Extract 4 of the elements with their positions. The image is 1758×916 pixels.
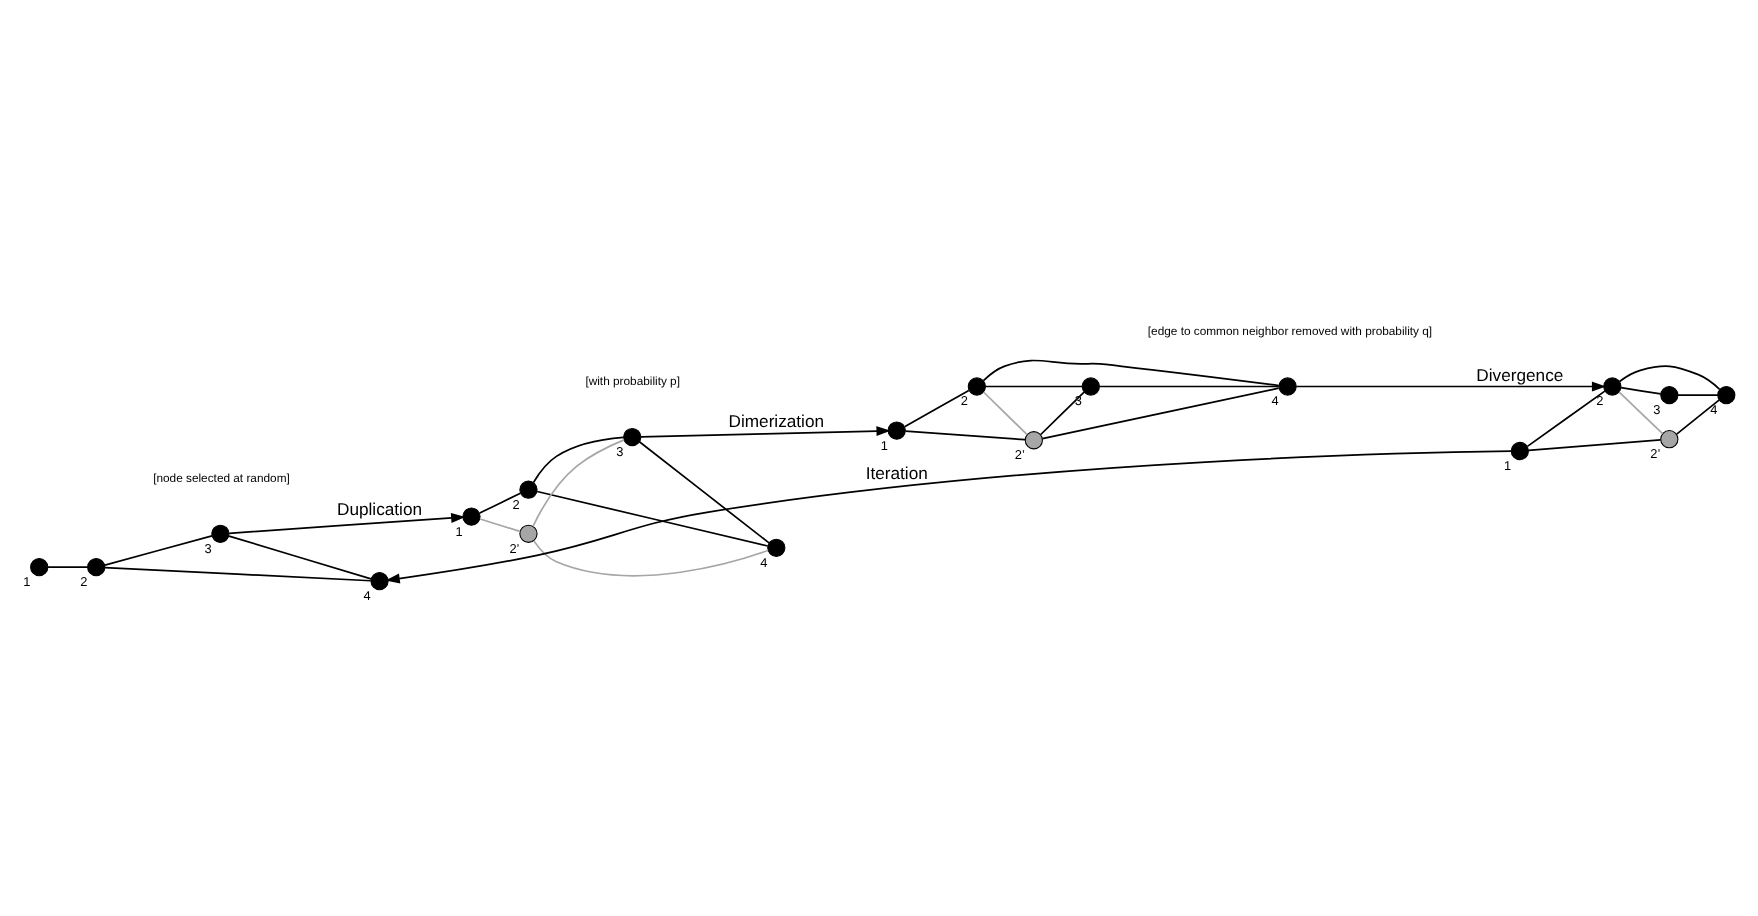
edge-label: Dimerization	[728, 411, 825, 432]
edge-label: Duplication	[337, 499, 423, 520]
edge-label: Divergence	[1476, 364, 1564, 385]
edge-label: Iteration	[865, 462, 928, 483]
